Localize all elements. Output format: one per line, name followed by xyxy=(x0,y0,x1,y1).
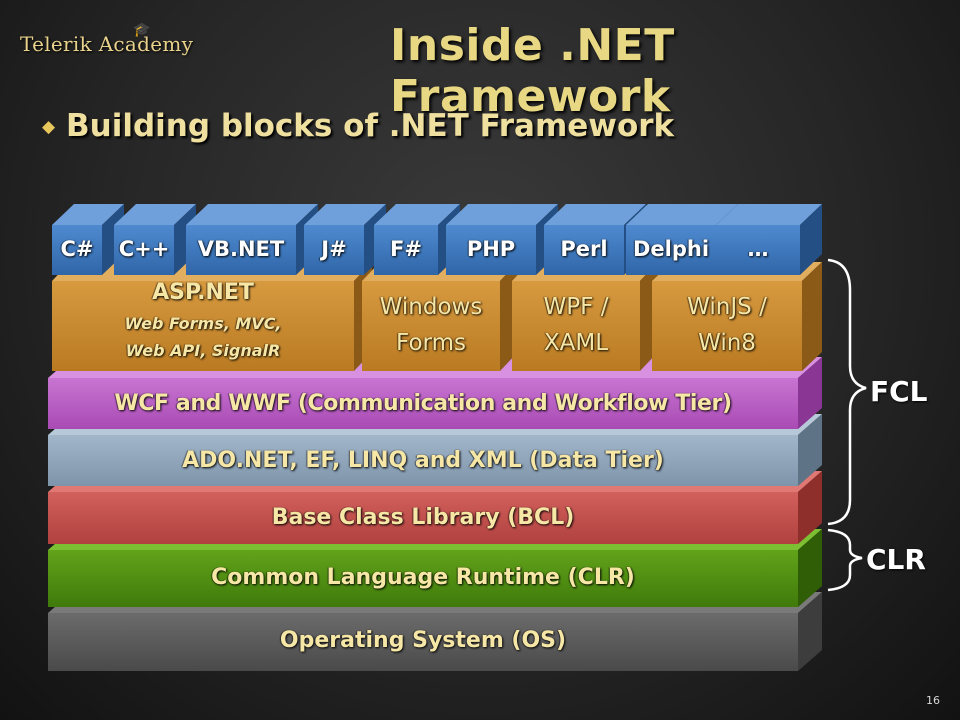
bcl-layer-label: Base Class Library (BCL) xyxy=(271,505,575,530)
wcf-layer-label: WCF and WWF (Communication and Workflow … xyxy=(114,391,732,416)
aspnet-sub1: Web Forms, MVC, xyxy=(124,314,282,333)
aspnet-label: ASP.NET xyxy=(152,280,254,305)
clr-layer-label: Common Language Runtime (CLR) xyxy=(211,565,635,590)
wpf-label-1: WPF / xyxy=(543,294,609,320)
lang-label: F# xyxy=(390,237,422,261)
lang-label: VB.NET xyxy=(197,237,285,261)
winforms-label-2: Forms xyxy=(396,330,466,356)
wpf-label-2: XAML xyxy=(543,330,609,356)
lang-block xyxy=(716,204,822,275)
bullet-text: Building blocks of .NET Framework xyxy=(66,108,675,144)
os-layer-label: Operating System (OS) xyxy=(279,628,567,653)
ado-layer-label: ADO.NET, EF, LINQ and XML (Data Tier) xyxy=(182,448,664,473)
fcl-brace xyxy=(827,258,867,526)
fcl-label: FCL xyxy=(870,375,928,408)
lang-label: J# xyxy=(321,237,347,261)
winforms-label-1: Windows xyxy=(379,294,483,320)
lang-label: C++ xyxy=(118,237,170,261)
clr-label: CLR xyxy=(866,543,926,576)
winjs-label-1: WinJS / xyxy=(687,294,767,320)
graduation-cap-icon: 🎓 xyxy=(133,22,151,38)
clr-brace xyxy=(827,528,863,592)
lang-label: C# xyxy=(60,237,94,261)
winjs-label-2: Win8 xyxy=(698,330,756,356)
diamond-bullet-icon: ◆ xyxy=(42,117,56,137)
lang-label: PHP xyxy=(466,237,516,261)
lang-label: Perl xyxy=(560,237,608,261)
telerik-academy-logo: Telerik Academy xyxy=(20,32,194,56)
lang-label: Delphi xyxy=(632,237,710,261)
lang-label: … xyxy=(747,237,769,261)
slide-title: Inside .NET Framework xyxy=(390,20,675,122)
language-blocks xyxy=(52,204,822,275)
page-number: 16 xyxy=(926,694,940,707)
aspnet-sub2: Web API, SignalR xyxy=(125,341,281,360)
